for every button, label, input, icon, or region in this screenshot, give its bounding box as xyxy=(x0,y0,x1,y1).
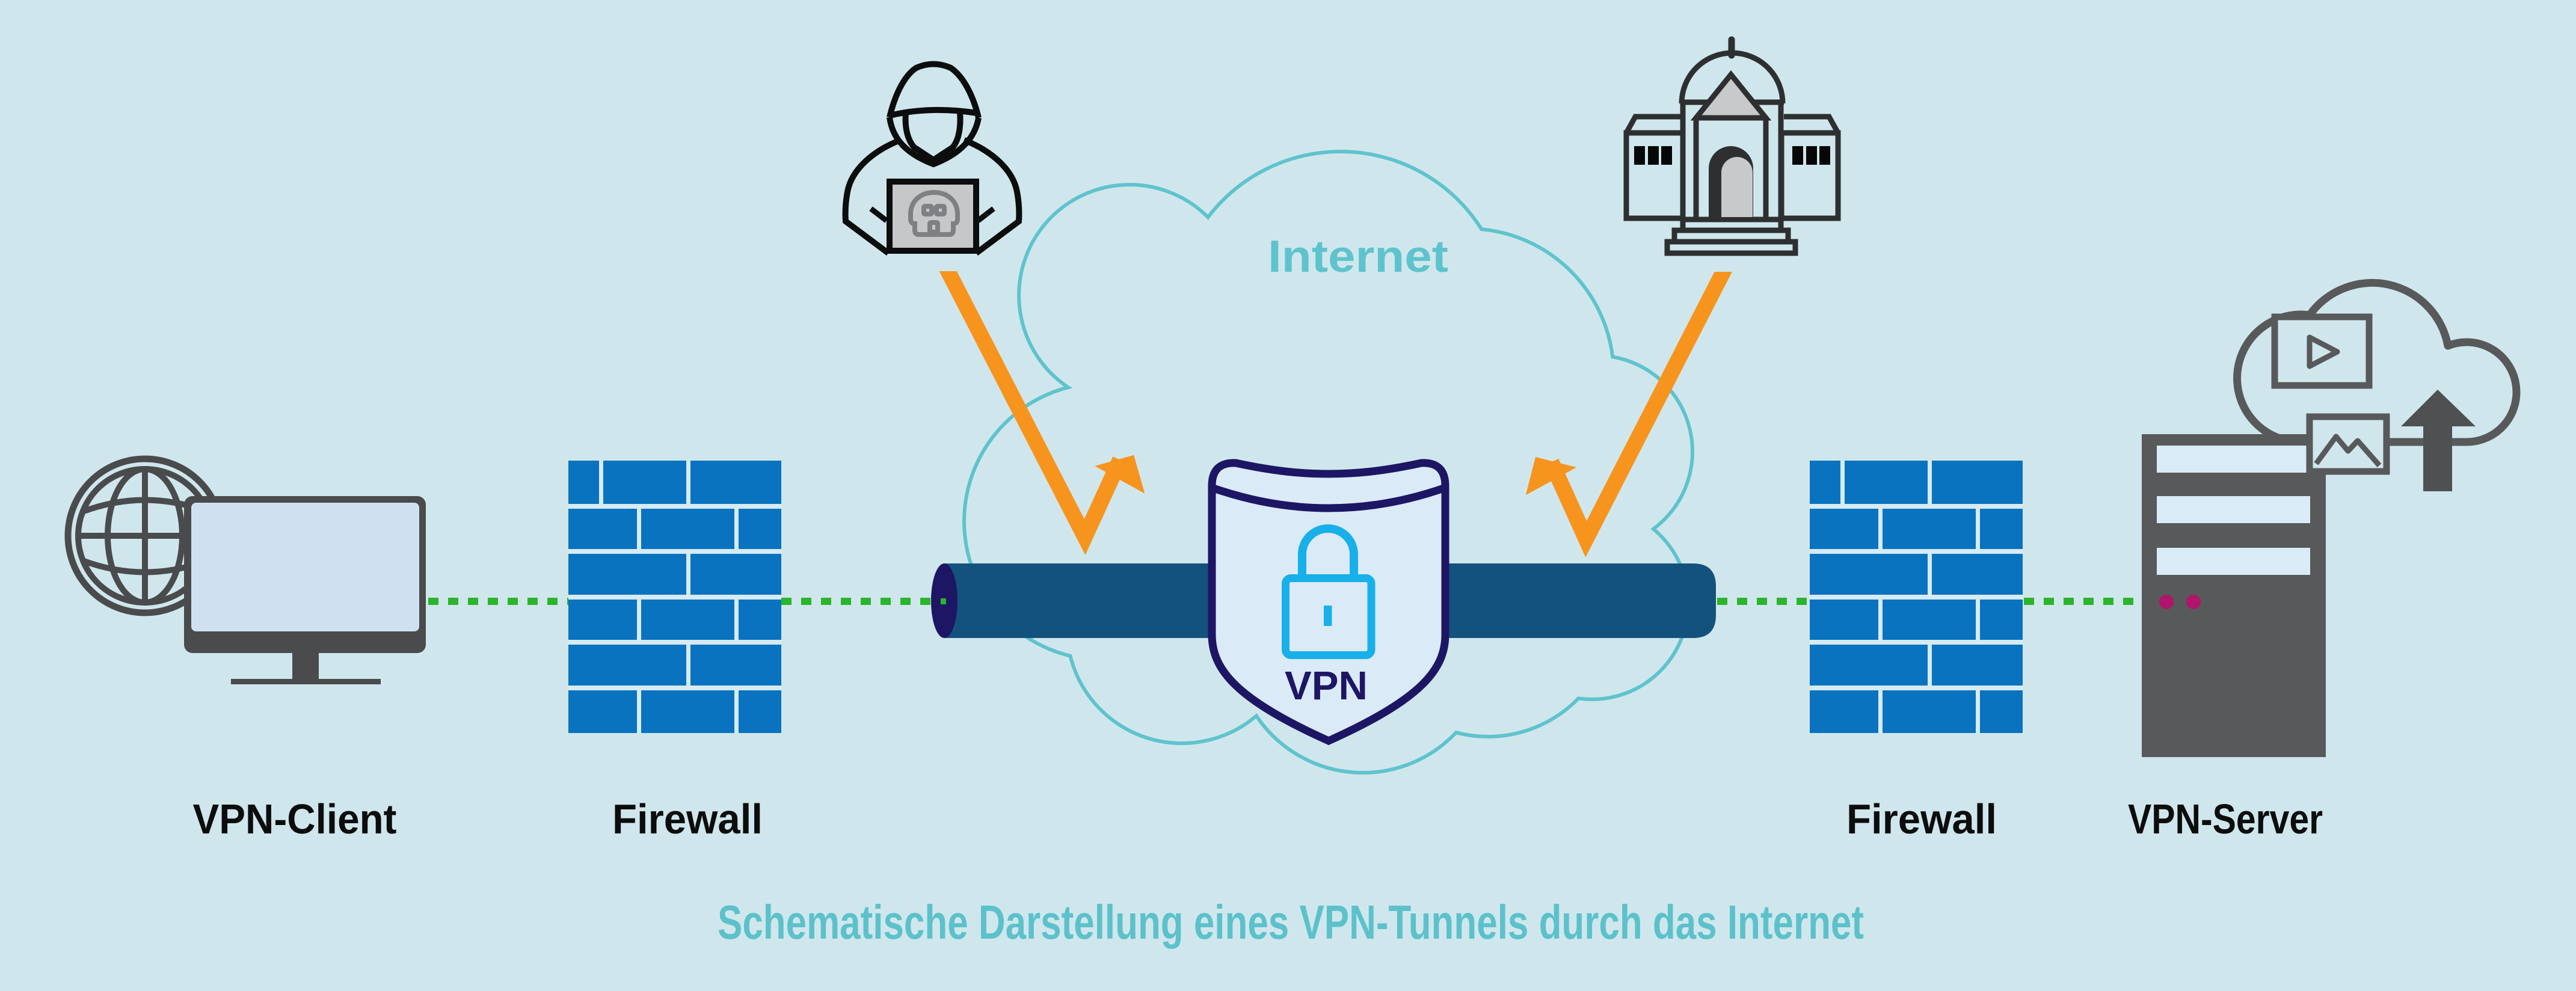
svg-text:Schematische Darstellung eines: Schematische Darstellung eines VPN-Tunne… xyxy=(718,895,1864,949)
svg-text:Firewall: Firewall xyxy=(612,796,763,842)
svg-text:Internet: Internet xyxy=(1268,231,1448,281)
svg-text:VPN-Client: VPN-Client xyxy=(193,796,397,842)
svg-text:VPN: VPN xyxy=(1285,663,1368,708)
svg-text:Firewall: Firewall xyxy=(1846,796,1997,842)
svg-text:VPN-Server: VPN-Server xyxy=(2128,796,2323,842)
